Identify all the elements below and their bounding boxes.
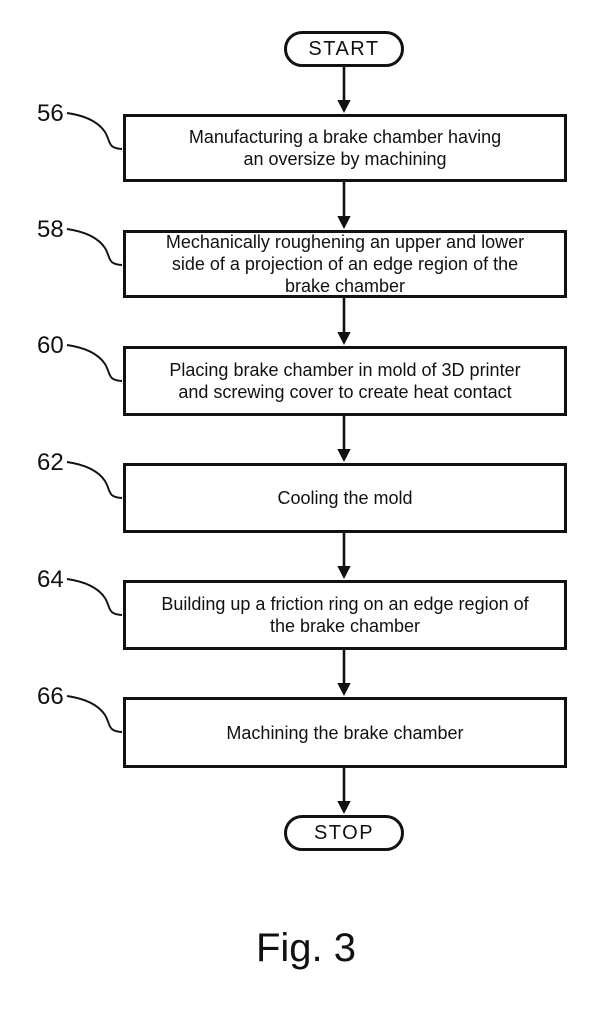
ref-number-58: 58	[37, 216, 64, 243]
start-terminator: START	[284, 31, 404, 67]
process-box-62: Cooling the mold	[123, 463, 567, 533]
ref-number-56: 56	[37, 100, 64, 127]
arrow-box60-to-box62	[337, 416, 351, 462]
leader-line-58	[66, 228, 123, 266]
arrow-start-to-box56	[337, 66, 351, 113]
process-box-60: Placing brake chamber in mold of 3D prin…	[123, 346, 567, 416]
process-box-66: Machining the brake chamber	[123, 697, 567, 768]
process-box-58: Mechanically roughening an upper and low…	[123, 230, 567, 298]
ref-number-62: 62	[37, 449, 64, 476]
figure-label-text: Fig. 3	[255, 926, 357, 970]
ref-number-60: 60	[37, 332, 64, 359]
leader-line-64	[66, 578, 123, 616]
ref-number-64: 64	[37, 566, 64, 593]
process-box-64: Building up a friction ring on an edge r…	[123, 580, 567, 650]
arrow-box56-to-box58	[337, 182, 351, 229]
figure-label: Fig. 3	[0, 926, 612, 971]
arrow-box62-to-box64	[337, 533, 351, 579]
ref-number-66: 66	[37, 683, 64, 710]
leader-line-60	[66, 344, 123, 382]
stop-terminator: STOP	[284, 815, 404, 851]
process-box-56: Manufacturing a brake chamber having an …	[123, 114, 567, 182]
arrow-box66-to-stop	[337, 768, 351, 814]
leader-line-62	[66, 461, 123, 499]
arrow-box64-to-box66	[337, 650, 351, 696]
leader-line-66	[66, 695, 123, 733]
arrow-box58-to-box60	[337, 298, 351, 345]
leader-line-56	[66, 112, 123, 150]
